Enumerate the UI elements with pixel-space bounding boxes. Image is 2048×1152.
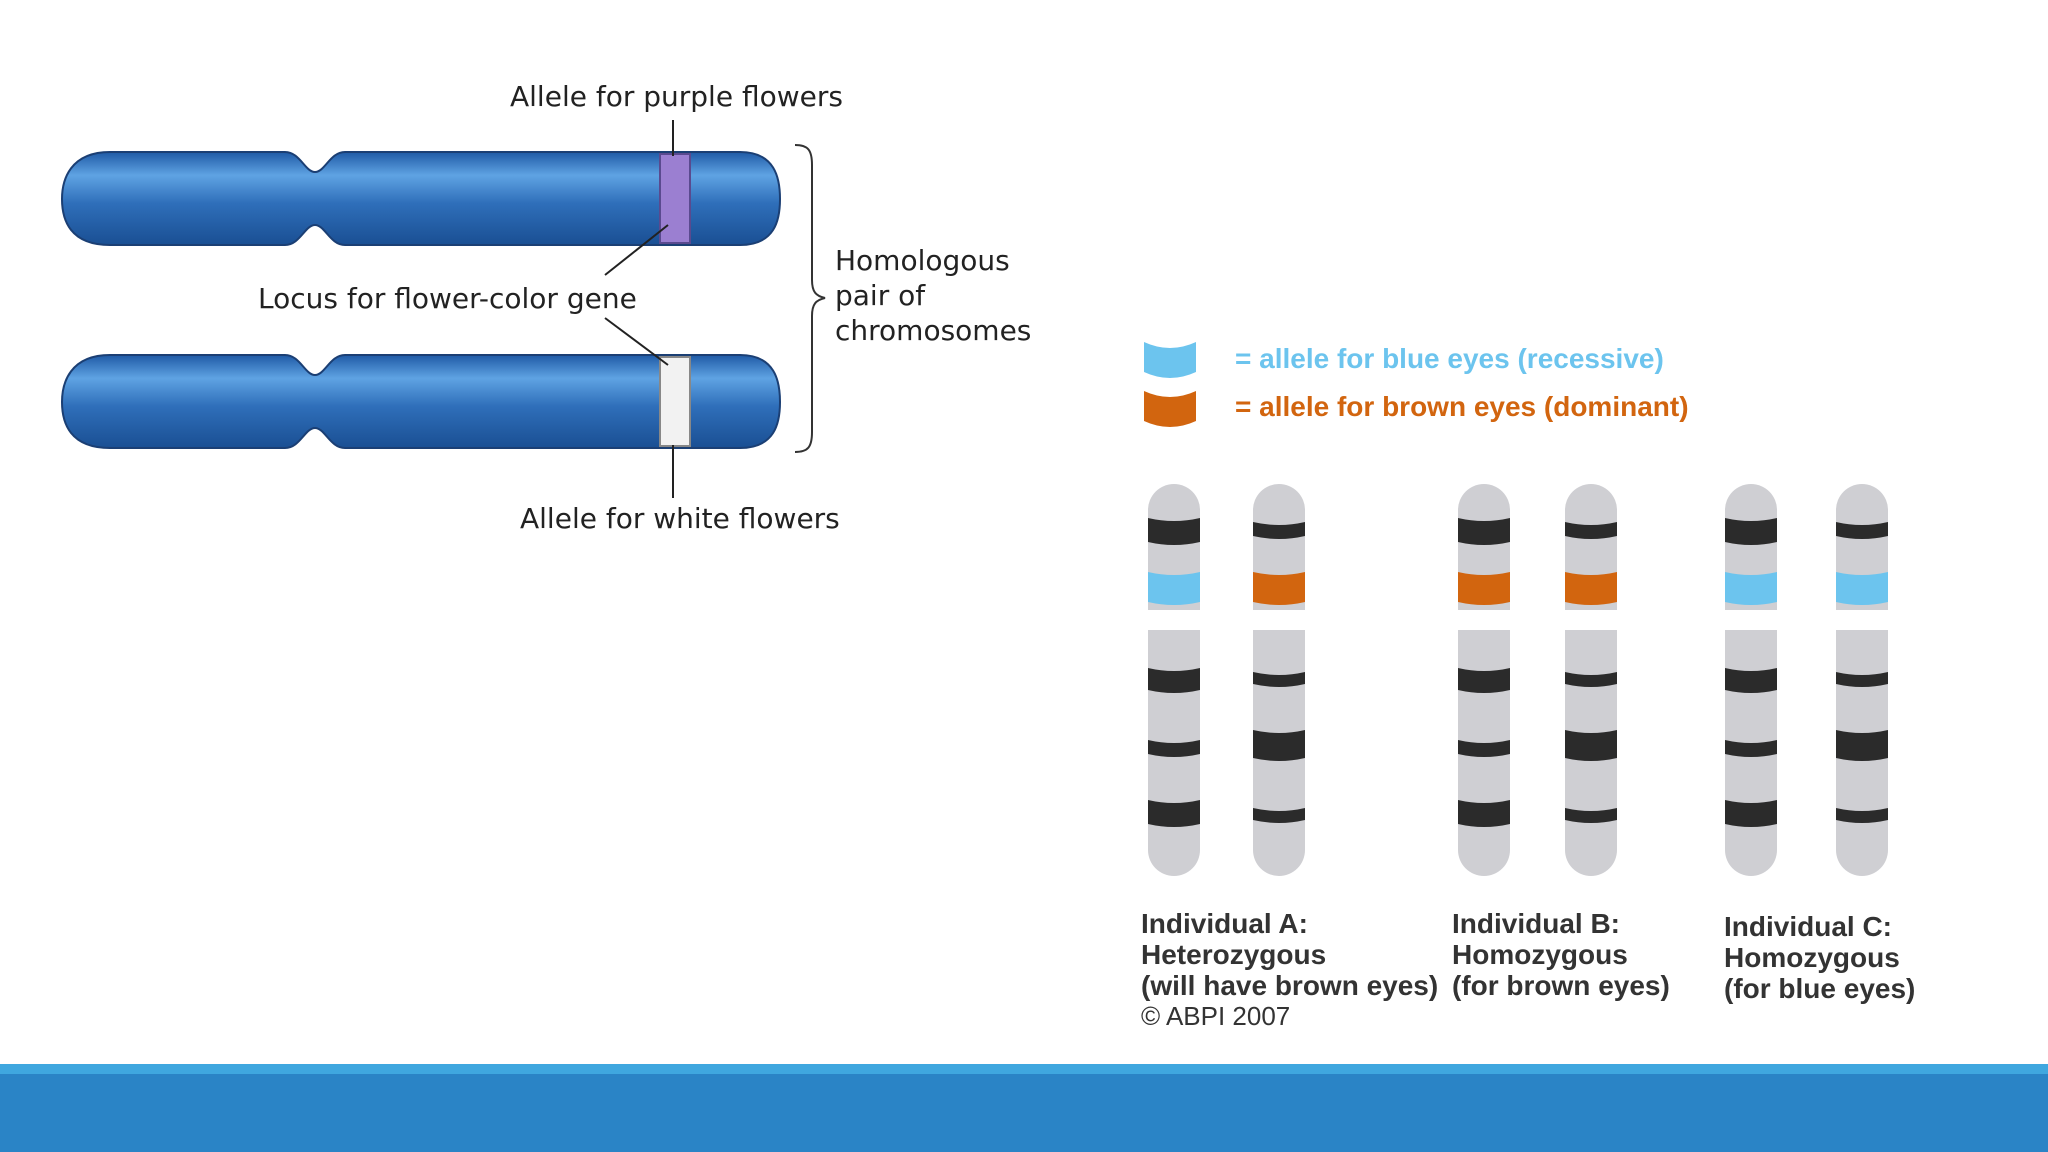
brown-allele-swatch (1144, 391, 1196, 427)
chromosome-top (60, 151, 782, 246)
chromosome-b2 (1565, 484, 1617, 876)
blue-allele-band (1148, 572, 1200, 605)
brown-allele-band (1253, 572, 1305, 605)
chromosome-a1 (1148, 484, 1200, 876)
individual-a-label: Individual A: Heterozygous (will have br… (1141, 908, 1438, 1032)
label-homologous-pair: Homologous pair of chromosomes (835, 243, 1031, 348)
chromosome-bottom (60, 354, 782, 449)
footer-accent-line (0, 1064, 2048, 1074)
eye-chromosomes-figure (1148, 484, 1888, 876)
individual-c-phenotype: (for blue eyes) (1724, 973, 1916, 1004)
label-homologous-line3: chromosomes (835, 314, 1032, 347)
chromosome-c1 (1725, 484, 1777, 876)
chromosome-c2 (1836, 484, 1888, 876)
legend-swatches (1144, 342, 1196, 427)
label-homologous-line1: Homologous (835, 244, 1010, 277)
flower-color-diagram: Allele for purple flowers Locus for flow… (0, 0, 1100, 560)
label-white-allele: Allele for white flowers (520, 502, 840, 535)
label-locus: Locus for flower-color gene (258, 282, 637, 315)
individual-b-label: Individual B: Homozygous (for brown eyes… (1452, 908, 1670, 1001)
blue-allele-swatch (1144, 342, 1196, 378)
homologous-brace (794, 144, 826, 453)
label-purple-allele: Allele for purple flowers (510, 80, 843, 113)
label-homologous-line2: pair of (835, 279, 926, 312)
blue-allele-band (1836, 572, 1888, 605)
individual-c-label: Individual C: Homozygous (for blue eyes) (1724, 911, 1915, 1004)
individual-c-genotype: Homozygous (1724, 942, 1900, 973)
individual-a-chromosomes (1148, 484, 1305, 876)
individual-b-chromosomes (1458, 484, 1617, 876)
white-allele-band (659, 356, 691, 447)
purple-allele-band (659, 153, 691, 244)
brown-allele-band (1565, 572, 1617, 605)
individual-b-phenotype: (for brown eyes) (1452, 970, 1670, 1001)
legend-brown-text: = allele for brown eyes (dominant) (1235, 391, 1689, 422)
individual-a-phenotype: (will have brown eyes) (1141, 970, 1439, 1001)
copyright-note: © ABPI 2007 (1141, 1001, 1291, 1031)
individual-a-genotype: Heterozygous (1141, 939, 1327, 970)
eye-color-diagram: = allele for blue eyes (recessive) = all… (1100, 300, 2048, 1060)
chromosome-b1 (1458, 484, 1510, 876)
blue-allele-band (1725, 572, 1777, 605)
individual-c-chromosomes (1725, 484, 1888, 876)
individual-a-title: Individual A: (1141, 908, 1308, 939)
chromosome-a2 (1253, 484, 1305, 876)
individual-b-title: Individual B: (1452, 908, 1620, 939)
leader-line-locus-top (604, 224, 669, 276)
homologous-chromosomes-figure (60, 120, 826, 498)
legend-blue-text: = allele for blue eyes (recessive) (1235, 343, 1664, 374)
individual-c-title: Individual C: (1724, 911, 1892, 942)
individual-b-genotype: Homozygous (1452, 939, 1628, 970)
brown-allele-band (1458, 572, 1510, 605)
footer-bar (0, 1064, 2048, 1152)
leader-line-locus-bottom (604, 317, 669, 366)
